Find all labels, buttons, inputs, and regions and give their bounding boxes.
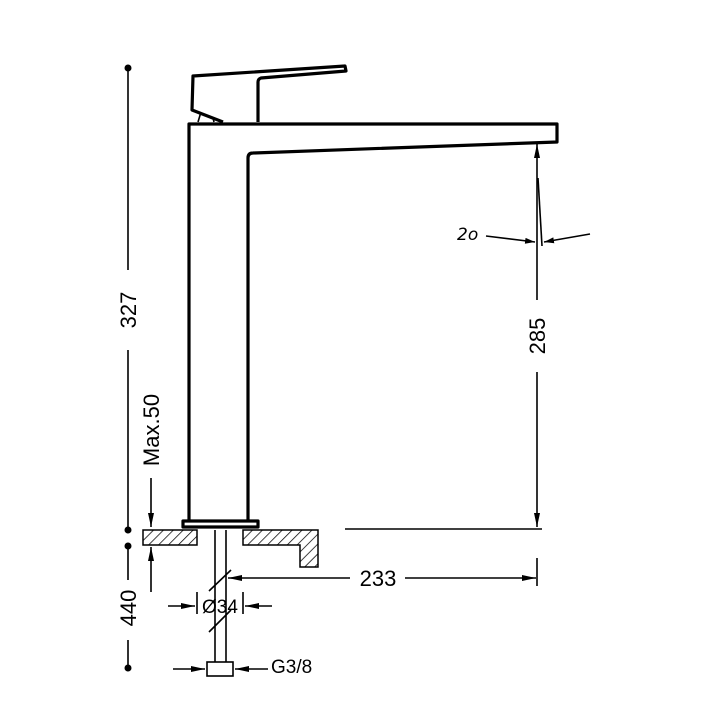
lever-handle xyxy=(190,64,348,124)
label-max50: Max.50 xyxy=(139,394,164,466)
label-diameter: Ø34 xyxy=(202,597,238,618)
supply-hose xyxy=(206,530,234,677)
dimension-440: 440 xyxy=(116,542,141,672)
dimension-327: 327 xyxy=(116,64,141,534)
dimension-angle: 2o xyxy=(457,177,591,247)
dimension-thread: G3/8 xyxy=(173,657,312,678)
dimension-diameter: Ø34 xyxy=(168,592,272,618)
label-angle: 2o xyxy=(457,225,478,245)
g38-fitting xyxy=(206,661,234,677)
dimension-max50: Max.50 xyxy=(139,394,164,592)
label-233: 233 xyxy=(360,566,397,591)
label-thread: G3/8 xyxy=(271,657,312,678)
base-plate xyxy=(181,519,260,529)
label-285: 285 xyxy=(525,318,550,355)
dimension-233: 233 xyxy=(228,558,538,591)
label-327: 327 xyxy=(116,292,141,329)
faucet-body xyxy=(181,122,559,529)
label-440: 440 xyxy=(116,590,141,627)
dimension-285: 285 xyxy=(525,144,550,527)
countertop-section xyxy=(142,528,542,568)
